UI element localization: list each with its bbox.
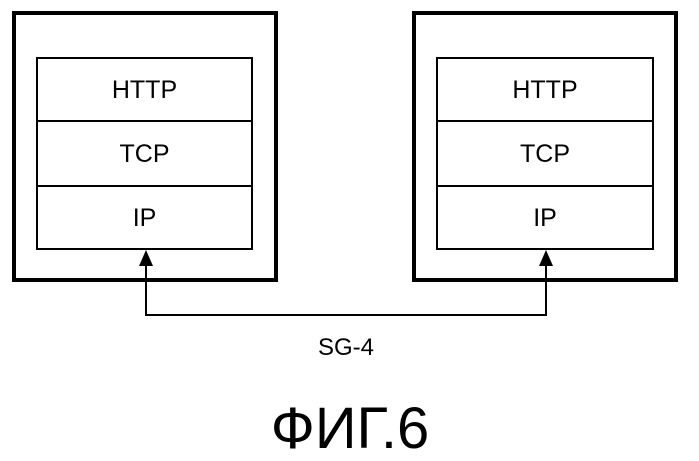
sg4-connector-line xyxy=(146,264,546,315)
right-layer-ip-label: IP xyxy=(533,204,557,232)
right-layer-http-label: HTTP xyxy=(512,76,577,104)
sg4-link-label: SG-4 xyxy=(318,334,374,361)
right-layer-tcp-label: TCP xyxy=(520,140,570,168)
left-arrowhead-icon xyxy=(139,250,153,266)
left-protocol-stack: HTTP TCP IP xyxy=(37,58,252,249)
right-device: HTTP TCP IP xyxy=(414,13,676,280)
left-layer-ip-label: IP xyxy=(133,204,157,232)
left-layer-tcp-label: TCP xyxy=(120,140,170,168)
sg4-connection: SG-4 xyxy=(139,250,553,361)
figure-caption: ФИГ.6 xyxy=(271,396,429,461)
left-layer-http-label: HTTP xyxy=(112,76,177,104)
left-device: HTTP TCP IP xyxy=(14,13,276,280)
right-protocol-stack: HTTP TCP IP xyxy=(437,58,653,249)
right-arrowhead-icon xyxy=(539,250,553,266)
